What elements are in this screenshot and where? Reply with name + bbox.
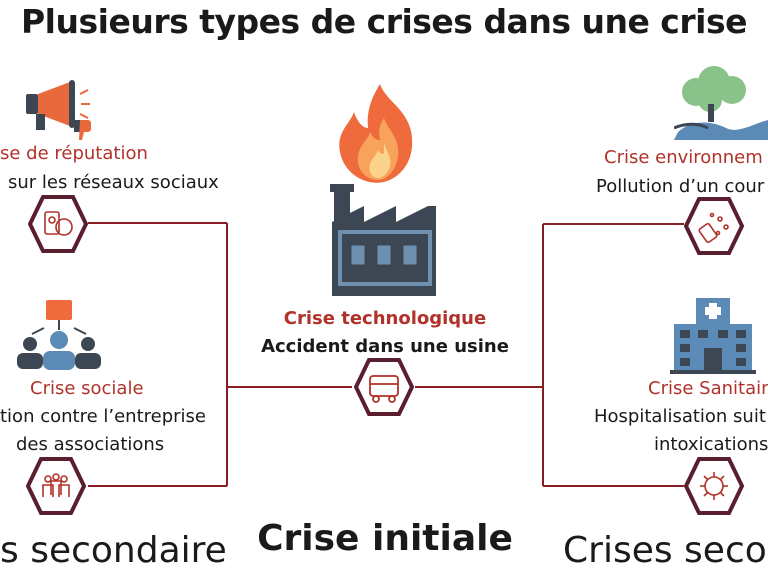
sanitaire-hex-badge [684,457,744,515]
reputation-desc: sur les réseaux sociaux [8,172,219,193]
angry-phone-icon [44,211,73,236]
techno-hex-badge [354,358,414,416]
group-icon [14,298,104,370]
virus-icon [700,472,728,500]
sociale-title: Crise sociale [30,378,144,399]
megaphone-icon [22,80,96,144]
pollution-icon [674,66,768,140]
techno-title: Crise technologique [283,308,487,329]
spill-icon [698,212,729,244]
reputation-title: se de réputation [0,143,148,164]
environnement-hex-badge [684,197,744,255]
page-title: Plusieurs types de crises dans une crise [21,2,747,41]
sanitaire-title: Crise Sanitair [648,378,768,399]
environnement-desc: Pollution d’un cour [596,176,765,197]
sociale-desc-line1: tion contre l’entreprise [0,406,206,427]
bottom-label-center: Crise initiale [257,518,513,559]
protest-crowd-icon [42,473,70,497]
sanitaire-desc-line1: Hospitalisation suit [594,406,766,427]
bottom-label-right: Crises secon [563,530,768,571]
truck-icon [369,375,399,403]
sanitaire-desc-line2: intoxications [654,434,768,455]
sociale-desc-line2: des associations [16,434,165,455]
hospital-icon [670,296,756,374]
sociale-hex-badge [26,457,86,515]
factory-fire-icon [328,82,440,296]
reputation-hex-badge [28,195,88,253]
environnement-title: Crise environnem [604,147,763,168]
techno-desc: Accident dans une usine [261,336,509,357]
bottom-label-left: s secondaire [0,530,227,571]
